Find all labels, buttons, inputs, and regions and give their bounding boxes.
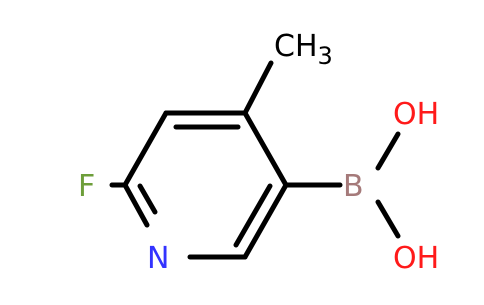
bond-n1-c6 bbox=[122, 182, 150, 228]
hydroxyl-bottom-label: OH bbox=[393, 241, 439, 276]
methyl-subscript: 3 bbox=[318, 42, 333, 70]
fluorine-label: F bbox=[78, 169, 95, 204]
bond-b-oh-top bbox=[375, 131, 401, 171]
methyl-label: CH3 bbox=[274, 29, 333, 70]
bond-c6-c5 bbox=[122, 110, 169, 188]
methyl-carbon-text: CH bbox=[274, 29, 318, 64]
bond-n1-c6-inner bbox=[137, 183, 158, 215]
bond-group bbox=[109, 60, 401, 260]
hydroxyl-top-label: OH bbox=[393, 97, 439, 132]
bond-c4-methyl bbox=[242, 60, 274, 116]
boron-label: B bbox=[343, 169, 364, 204]
bond-c3-c2 bbox=[242, 182, 289, 260]
bond-c4-c3 bbox=[242, 110, 289, 188]
bond-c3-c2-inner bbox=[233, 183, 273, 248]
nitrogen-label: N bbox=[147, 241, 169, 276]
bond-b-oh-bottom bbox=[375, 199, 401, 239]
